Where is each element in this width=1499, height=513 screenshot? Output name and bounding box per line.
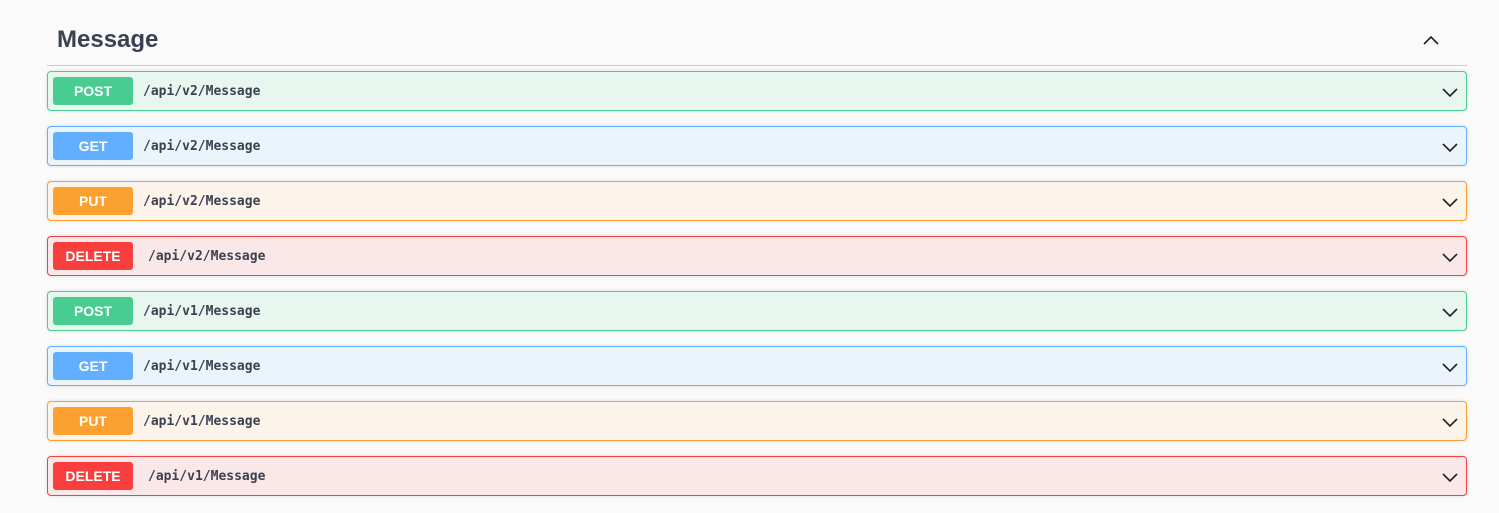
operation-path: /api/v1/Message (148, 469, 266, 484)
operation-put[interactable]: PUT /api/v1/Message (47, 401, 1467, 441)
method-badge: GET (53, 132, 133, 160)
operation-delete[interactable]: DELETE /api/v1/Message (47, 456, 1467, 496)
operation-path: /api/v1/Message (143, 414, 261, 429)
chevron-down-icon[interactable] (1440, 137, 1460, 157)
operation-get[interactable]: GET /api/v2/Message (47, 126, 1467, 166)
chevron-down-icon[interactable] (1440, 357, 1460, 377)
operation-path: /api/v2/Message (143, 139, 261, 154)
method-badge: DELETE (53, 242, 133, 270)
chevron-down-icon[interactable] (1440, 247, 1460, 267)
operation-path: /api/v2/Message (148, 249, 266, 264)
section-header-message[interactable]: Message (47, 20, 1467, 66)
operation-get[interactable]: GET /api/v1/Message (47, 346, 1467, 386)
method-badge: POST (53, 77, 133, 105)
method-badge: POST (53, 297, 133, 325)
operation-path: /api/v1/Message (143, 359, 261, 374)
operation-post[interactable]: POST /api/v2/Message (47, 71, 1467, 111)
method-badge: DELETE (53, 462, 133, 490)
section-title: Message (57, 26, 159, 53)
operation-path: /api/v1/Message (143, 304, 261, 319)
chevron-down-icon[interactable] (1440, 82, 1460, 102)
chevron-down-icon[interactable] (1440, 412, 1460, 432)
chevron-up-icon[interactable] (1421, 30, 1441, 50)
chevron-down-icon[interactable] (1440, 467, 1460, 487)
operation-delete[interactable]: DELETE /api/v2/Message (47, 236, 1467, 276)
chevron-down-icon[interactable] (1440, 192, 1460, 212)
operation-path: /api/v2/Message (143, 194, 261, 209)
operation-post[interactable]: POST /api/v1/Message (47, 291, 1467, 331)
chevron-down-icon[interactable] (1440, 302, 1460, 322)
method-badge: GET (53, 352, 133, 380)
operation-put[interactable]: PUT /api/v2/Message (47, 181, 1467, 221)
operation-path: /api/v2/Message (143, 84, 261, 99)
method-badge: PUT (53, 407, 133, 435)
method-badge: PUT (53, 187, 133, 215)
